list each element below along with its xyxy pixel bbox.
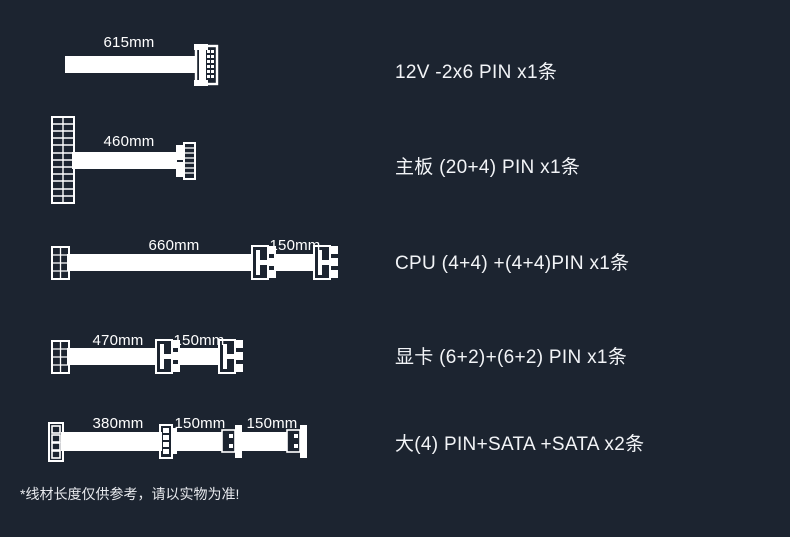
connector-right-motherboard xyxy=(176,142,196,180)
length-label-150mm: 150mm xyxy=(269,237,321,254)
connector-end-gpu xyxy=(218,339,243,374)
length-label-470mm: 470mm xyxy=(92,332,144,349)
cable-graphic-12vhpwr xyxy=(65,44,219,86)
cable-description-gpu: 显卡 (6+2)+(6+2) PIN x1条 xyxy=(395,347,628,368)
cable-row-motherboard: 460mm xyxy=(0,95,790,204)
connector-8pin-cpu xyxy=(51,246,70,280)
connector-24pin xyxy=(51,116,75,204)
connector-sata-2 xyxy=(286,425,307,458)
connector-molex-4pin xyxy=(48,422,64,462)
cable-body-150-b xyxy=(240,432,291,451)
connector-mid-gpu xyxy=(155,339,180,374)
cable-row-12vhpwr: 615mm xyxy=(0,0,790,95)
cable-description-motherboard: 主板 (20+4) PIN x1条 xyxy=(395,157,581,178)
cable-description-cpu: CPU (4+4) +(4+4)PIN x1条 xyxy=(395,253,630,274)
cable-body-380 xyxy=(61,432,162,451)
cable-row-cpu: 660mm 150mm xyxy=(0,222,790,302)
connector-end-cpu xyxy=(313,245,338,280)
length-label-380mm: 380mm xyxy=(92,415,144,432)
length-label-460mm: 460mm xyxy=(103,133,155,150)
connector-pins xyxy=(207,50,214,78)
connector-tab-bottom xyxy=(194,80,208,86)
cable-body-150 xyxy=(178,348,220,365)
connector-latch xyxy=(199,50,206,80)
connector-mid-cpu xyxy=(251,245,276,280)
length-label-150mm-b: 150mm xyxy=(246,415,298,432)
connector-8pin-gpu xyxy=(51,340,70,374)
cable-row-gpu: 470mm 150mm xyxy=(0,316,790,396)
cable-body xyxy=(65,56,197,73)
connector-molex-mid xyxy=(159,424,177,459)
cable-graphic-motherboard xyxy=(51,116,196,204)
length-label-150mm-a: 150mm xyxy=(174,415,226,432)
footnote-disclaimer: *线材长度仅供参考，请以实物为准! xyxy=(20,486,240,502)
cable-graphic-cpu xyxy=(51,245,338,280)
cable-body-150-a xyxy=(175,432,226,451)
cable-body xyxy=(72,152,177,169)
cable-graphic-sata xyxy=(48,422,307,462)
cable-description-12vhpwr: 12V -2x6 PIN x1条 xyxy=(395,62,558,83)
length-label-615mm: 615mm xyxy=(103,34,155,51)
length-label-150mm: 150mm xyxy=(173,332,225,349)
cable-row-sata: 380mm 150mm 150mm xyxy=(0,403,790,483)
cable-body-470 xyxy=(67,348,157,365)
cable-body-660 xyxy=(67,254,253,271)
cable-description-sata: 大(4) PIN+SATA +SATA x2条 xyxy=(395,434,645,455)
cable-body-150 xyxy=(274,254,315,271)
length-label-660mm: 660mm xyxy=(148,237,200,254)
connector-tab-top xyxy=(194,44,208,50)
cable-graphic-gpu xyxy=(51,339,243,374)
connector-sata-1 xyxy=(221,425,242,458)
